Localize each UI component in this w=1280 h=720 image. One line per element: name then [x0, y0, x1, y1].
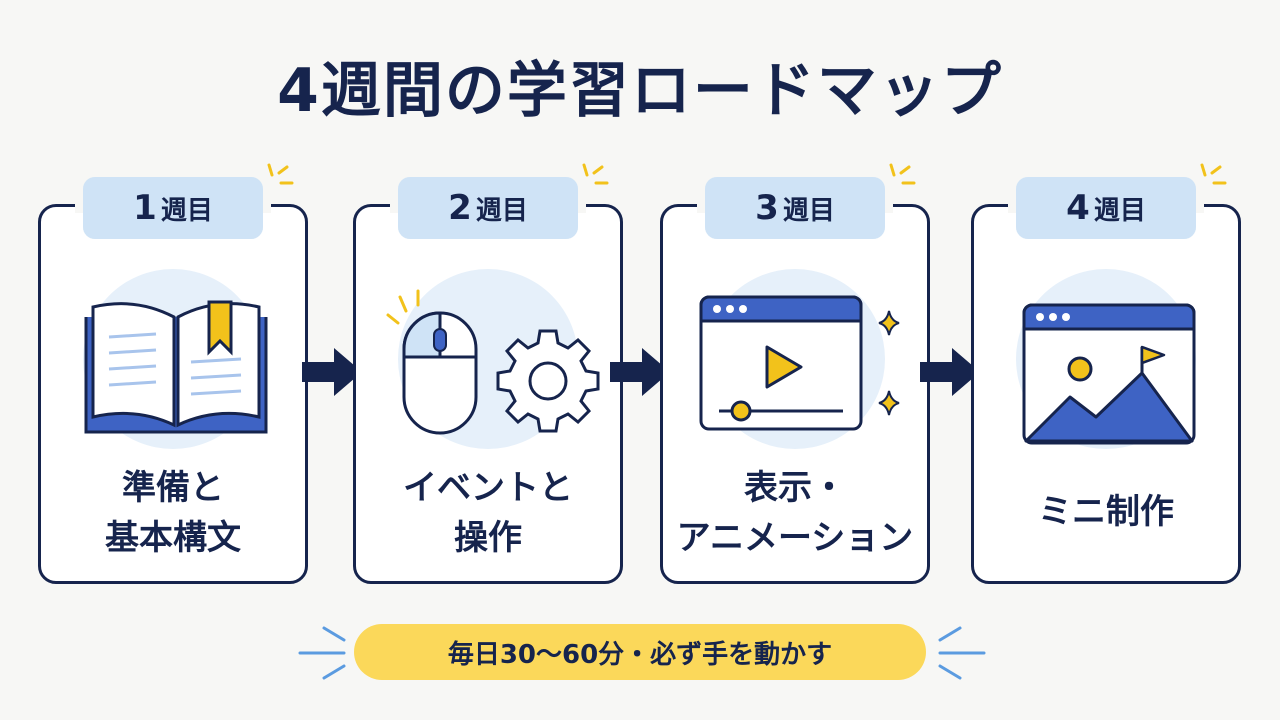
week-1-unit: 週目 — [160, 195, 213, 226]
week-4-unit: 週目 — [1093, 195, 1146, 226]
week-3-unit: 週目 — [782, 195, 835, 226]
sparkle-lines-icon — [889, 163, 916, 185]
week-3-card: 3 週目 表示・ アニメーション — [660, 163, 930, 584]
image-window-icon — [1022, 303, 1196, 445]
week-2-badge: 2 週目 — [398, 177, 578, 239]
week-1-label: 準備と 基本構文 — [105, 468, 241, 558]
week-1-badge: 1 週目 — [83, 177, 263, 239]
mouse-gear-icon — [386, 289, 600, 435]
week-4-number: 4 — [1066, 188, 1090, 228]
emphasis-lines-icon — [298, 626, 346, 680]
week-1-card: 1 週目 準備と 基本構文 — [38, 163, 308, 584]
arrow-right-icon — [302, 348, 362, 396]
sparkle-lines-icon — [582, 163, 609, 185]
week-4-card: 4 週目 ミニ制作 — [971, 163, 1241, 584]
video-player-icon — [699, 295, 900, 431]
week-3-number: 3 — [755, 188, 779, 228]
week-2-unit: 週目 — [475, 195, 528, 226]
week-2-number: 2 — [448, 188, 472, 228]
week-2-card: 2 週目 イベントと 操作 — [353, 163, 623, 584]
open-book-icon — [84, 300, 268, 434]
week-3-label: 表示・ アニメーション — [676, 468, 914, 558]
emphasis-lines-icon — [938, 626, 986, 680]
arrow-right-icon — [920, 348, 980, 396]
page-title: 4週間の学習ロードマップ — [277, 56, 1003, 126]
sparkle-lines-icon — [1200, 163, 1227, 185]
arrow-right-icon — [610, 348, 670, 396]
daily-practice-banner: 毎日30〜60分・必ず手を動かす — [354, 624, 926, 680]
week-2-label: イベントと 操作 — [403, 468, 573, 558]
sparkle-lines-icon — [267, 163, 294, 185]
week-4-label: ミニ制作 — [1038, 492, 1174, 532]
week-3-badge: 3 週目 — [705, 177, 885, 239]
week-1-number: 1 — [133, 188, 157, 228]
week-4-badge: 4 週目 — [1016, 177, 1196, 239]
